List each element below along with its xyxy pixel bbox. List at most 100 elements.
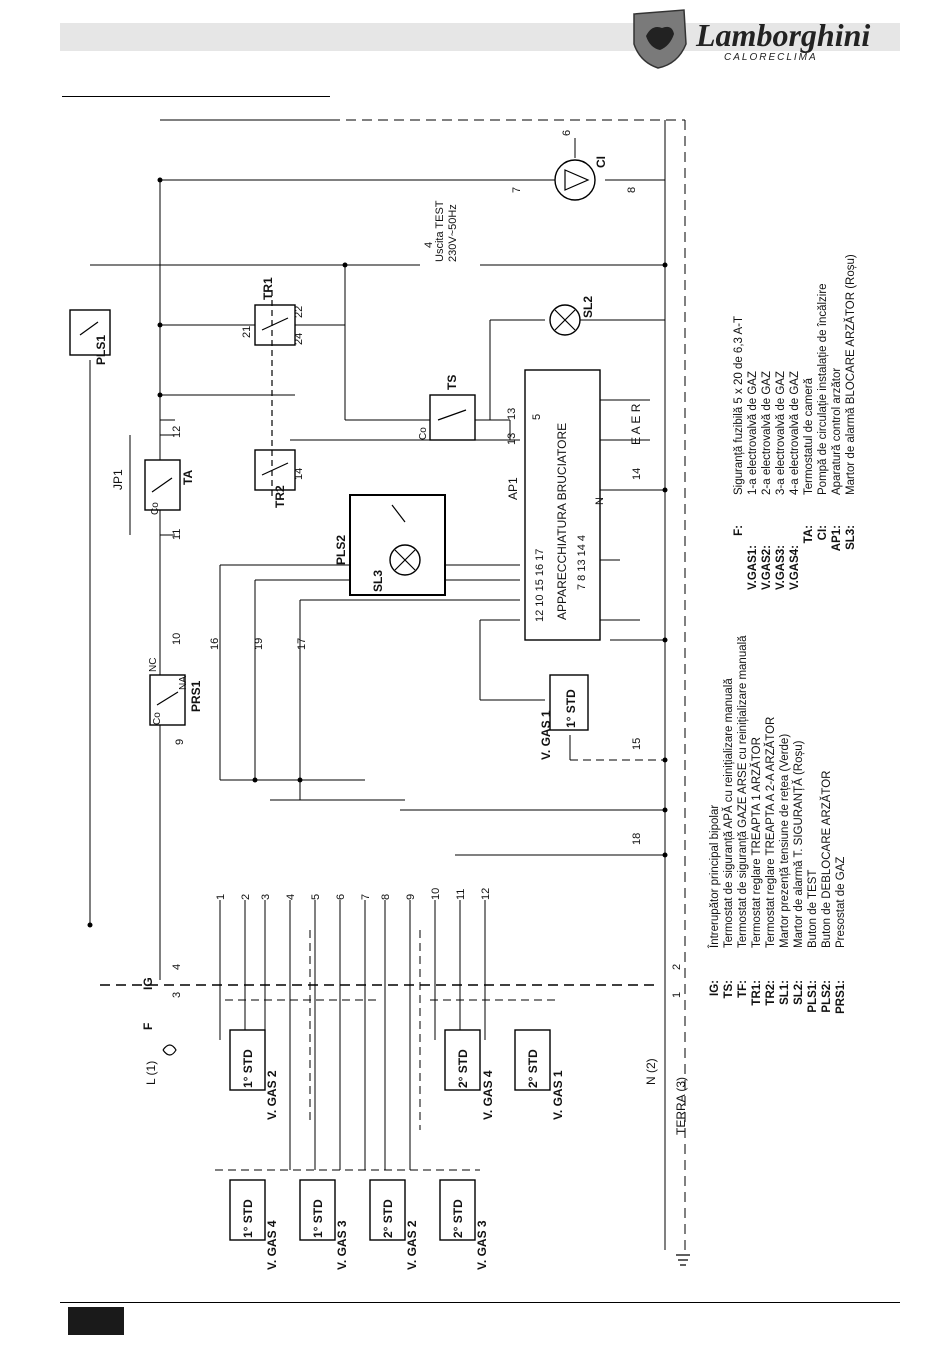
connector-2: 2 [240,894,252,900]
label-uscita: Uscita TEST [434,200,446,262]
label-prs1: PRS1 [189,680,203,712]
legend-right-text-0: Siguranță fuzibilă 5 x 20 de 6,3 A-T [733,316,745,495]
legend-right-text-4: 4-a electrovalvă de GAZ [789,371,801,495]
brand-logo: Lamborghini CALORECLIMA [633,9,870,69]
legend-right-text-1: 1-a electrovalvă de GAZ [747,371,759,495]
connector-1: 1 [215,894,227,900]
terminal-3-ig: 3 [171,992,183,998]
connector-3: 3 [260,894,272,900]
terminal-12: 12 [171,426,183,438]
std-vgas2-top: 1° STD [241,1049,255,1088]
legend-right-code-7: AP1: [831,525,843,551]
legend-right-code-1: V.GAS1: [747,545,759,590]
ap1-terminal-13: 13 [506,433,518,445]
bull-icon [646,26,674,50]
label-co-ts: Co [418,427,429,440]
label-sl3: SL3 [371,570,385,592]
terminal-15: 15 [631,738,643,750]
connector-7: 7 [360,894,372,900]
terminal-9: 9 [174,739,186,745]
fuse-icon [162,1044,177,1056]
label-terra: TERRA (3) [674,1077,688,1135]
lamp-icon-sl3 [394,549,416,571]
label-tr1: TR1 [261,277,275,300]
legend-right-code-0: F: [733,525,745,536]
ap1-terminal-n: N [594,497,606,505]
std-vgas1-top: 2° STD [526,1049,540,1088]
legend-left-code-7: PLS1: [807,980,819,1013]
ap1-terminals-top: 12 10 15 16 17 [534,549,546,622]
label-voltage: 230V~50Hz [447,204,459,262]
legend-left-code-4: TR2: [765,980,777,1006]
legend-right-text-6: Pompă de circulație instalație de încălz… [817,283,829,495]
legend-left: IG: Întrerupător principal bipolar TS: T… [708,635,847,1014]
label-sl2: SL2 [581,296,595,318]
label-co-prs: Co [152,712,163,725]
label-vgas4-top: V. GAS 4 [481,1070,495,1120]
lamp-icon-sl2 [554,309,576,331]
legend-left-text-7: Buton de TEST [807,870,819,948]
legend-left-code-6: SL2: [793,980,805,1005]
legend-left-text-0: Întrerupător principal bipolar [708,805,721,949]
legend-left-text-8: Buton de DEBLOCARE ARZĂTOR [820,771,833,948]
legend-right-code-8: SL3: [845,525,857,550]
std-vgas4-top: 2° STD [456,1049,470,1088]
terminal-10: 10 [171,633,183,645]
legend-left-text-3: Termostat reglare TREAPTA 1 ARZĂTOR [750,737,763,948]
brand-sub: CALORECLIMA [724,52,818,63]
label-apparecchiatura: APPARECCHIATURA BRUCIATORE [555,423,569,620]
connector-8: 8 [380,894,392,900]
legend-left-code-2: TF: [737,980,749,998]
terminal-14: 14 [631,468,643,480]
legend-right-text-2: 2-a electrovalvă de GAZ [761,371,773,495]
legend-left-text-9: Presostat de GAZ [835,857,847,948]
connector-5: 5 [310,894,322,900]
label-vgas2-top: V. GAS 2 [265,1070,279,1120]
terminal-16: 16 [209,638,221,650]
label-pls2: PLS2 [334,535,348,565]
std-vgas4-bottom: 1° STD [241,1199,255,1238]
legend-right-code-6: CI: [817,525,829,540]
page-tab [68,1307,124,1335]
legend-left-code-0: IG: [709,980,721,996]
terminal-1-ig: 1 [671,992,683,998]
ap1-terminals-bottom: 7 8 13 14 4 [576,535,588,590]
terminal-13: 13 [506,408,518,420]
legend-left-code-5: SL1: [779,980,791,1005]
std-vgas3-bottom-2: 2° STD [451,1199,465,1238]
terminal-4-ig: 4 [171,964,183,970]
label-vgas3-bottom: V. GAS 3 [335,1220,349,1270]
legend-right-text-3: 3-a electrovalvă de GAZ [775,371,787,495]
switch-icon-pls1 [79,321,99,336]
legend-right: F: Siguranță fuzibilă 5 x 20 de 6,3 A-T … [733,254,857,590]
label-nc: NC [148,658,159,672]
terminal-11: 11 [171,529,183,540]
pump-icon [564,169,590,191]
label-vgas3-bottom-2: V. GAS 3 [475,1220,489,1270]
label-f: F [141,1023,155,1030]
label-tr2: TR2 [273,485,287,508]
legend-right-code-2: V.GAS2: [761,545,773,590]
std-vgas1-ap: 1° STD [564,689,578,728]
legend-left-text-4: Termostat reglare TREAPTA A 2-A ARZĂTOR [764,717,777,948]
terminal-2-ig: 2 [671,964,683,970]
label-vgas2-bottom: V. GAS 2 [405,1220,419,1270]
label-co-ta: Co [150,502,161,515]
terminal-4: 4 [423,242,435,248]
connector-11: 11 [455,889,467,900]
legend-left-text-1: Termostat de siguranță APĂ cu reinițiali… [722,678,735,948]
label-ts: TS [445,375,459,390]
ap1-terminal-5: 5 [531,414,543,420]
connector-4: 4 [285,894,297,900]
terminal-7: 7 [511,187,523,193]
std-vgas2-bottom: 2° STD [381,1199,395,1238]
legend-left-text-2: Termostat de siguranță GAZE ARSE cu rein… [737,635,749,948]
label-ap1: AP1 [506,477,520,500]
label-eaer: E A E R [629,403,643,445]
connector-10: 10 [430,888,442,900]
terminal-22: 22 [293,306,305,318]
footer-rule [60,1302,900,1303]
legend-right-code-5: TA: [803,525,815,543]
legend-left-code-9: PRS1: [835,980,847,1014]
